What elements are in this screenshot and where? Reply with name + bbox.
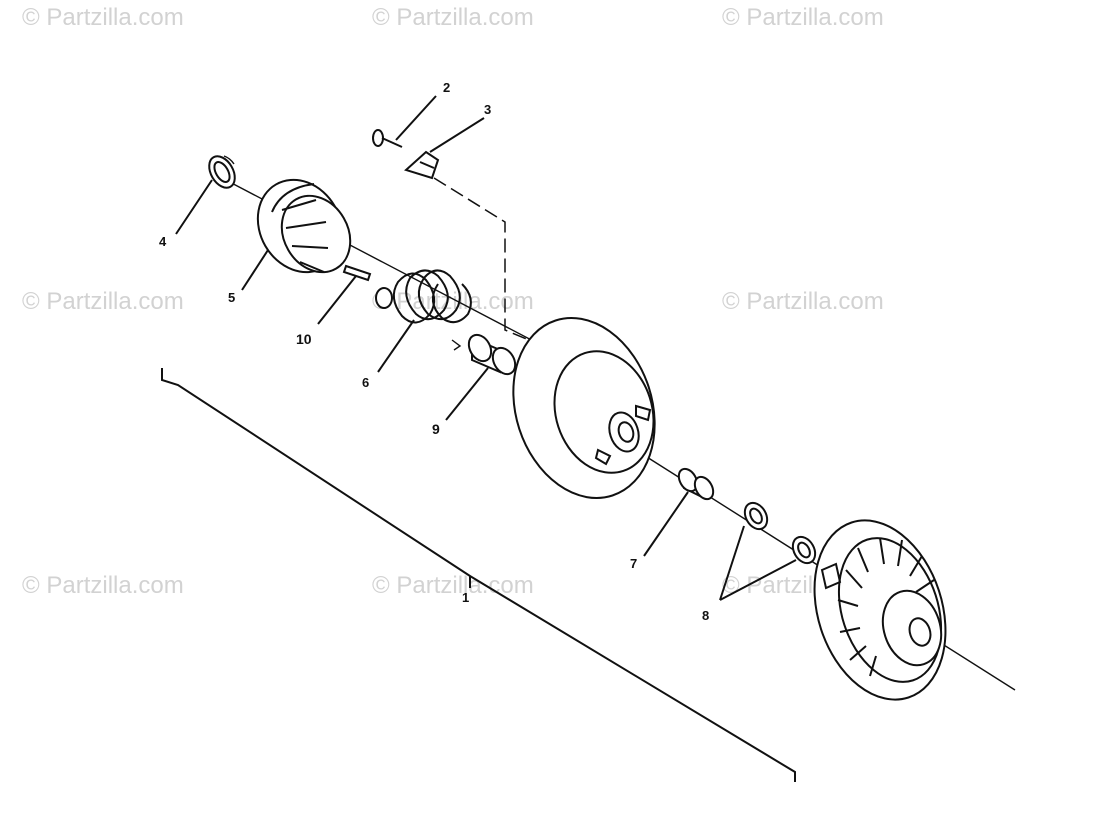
movable-sheave-part: [512, 317, 656, 499]
watermark: © Partzilla.com: [722, 288, 884, 315]
watermark: © Partzilla.com: [372, 4, 534, 31]
callout-1: 1: [462, 590, 469, 605]
callout-4: 4: [159, 234, 167, 249]
watermark: © Partzilla.com: [22, 572, 184, 599]
cam-part: [256, 178, 352, 274]
leader-lines: [175, 95, 797, 601]
watermark: © Partzilla.com: [722, 4, 884, 31]
callout-7: 7: [630, 556, 637, 571]
washer-part: [743, 501, 769, 531]
fixed-sheave-part: [813, 519, 947, 701]
callout-9: 9: [432, 421, 440, 437]
washer-part: [791, 535, 817, 565]
callout-2: 2: [443, 80, 450, 95]
watermark: © Partzilla.com: [22, 4, 184, 31]
bushing-7-part: [677, 467, 715, 501]
callout-5: 5: [228, 290, 235, 305]
watermark: © Partzilla.com: [372, 572, 534, 599]
spring-part: [375, 269, 472, 351]
callout-6: 6: [362, 375, 369, 390]
bushing-9-part: [467, 333, 517, 376]
callout-8: 8: [702, 608, 709, 623]
screw-part: [372, 129, 403, 148]
assembly-bracket: [161, 368, 796, 782]
button-part: [404, 150, 440, 180]
snap-ring-part: [208, 155, 236, 189]
watermark: © Partzilla.com: [22, 288, 184, 315]
key-part: [342, 264, 372, 282]
assembly-path-dashed: [433, 177, 549, 349]
callout-10: 10: [296, 331, 312, 347]
callout-3: 3: [484, 102, 491, 117]
